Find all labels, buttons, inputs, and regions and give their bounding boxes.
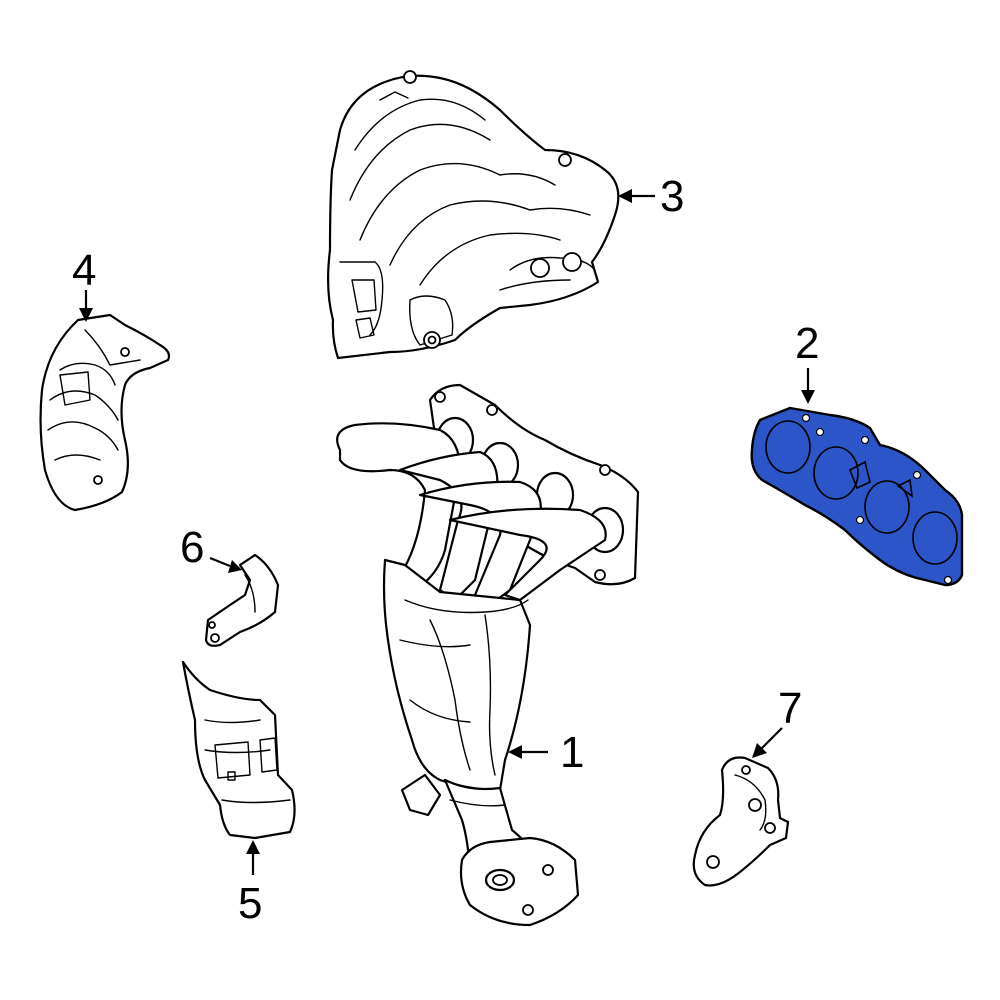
callout-1-label: 1	[560, 728, 584, 777]
part-3-heat-shield[interactable]	[327, 70, 620, 360]
callout-4-label: 4	[72, 246, 96, 295]
callout-7: 7	[752, 684, 802, 758]
callout-1: 1	[508, 728, 584, 777]
gasket-body[interactable]	[750, 406, 964, 587]
callout-7-label: 7	[778, 684, 802, 733]
callout-4: 4	[72, 246, 96, 322]
part-1-exhaust-manifold[interactable]	[336, 383, 640, 927]
part-6-bracket[interactable]	[204, 553, 280, 647]
callout-6-label: 6	[180, 523, 204, 572]
part-2-gasket[interactable]	[750, 406, 964, 587]
callout-6: 6	[180, 523, 242, 573]
callout-2: 2	[795, 319, 819, 404]
part-7-bracket[interactable]	[692, 756, 790, 887]
callout-5: 5	[238, 840, 262, 928]
part-4-heat-shield[interactable]	[39, 313, 171, 512]
callout-3: 3	[618, 172, 684, 221]
callout-5-label: 5	[238, 879, 262, 928]
part-5-heat-shield[interactable]	[181, 660, 296, 840]
callout-2-label: 2	[795, 319, 819, 368]
callout-3-label: 3	[660, 172, 684, 221]
